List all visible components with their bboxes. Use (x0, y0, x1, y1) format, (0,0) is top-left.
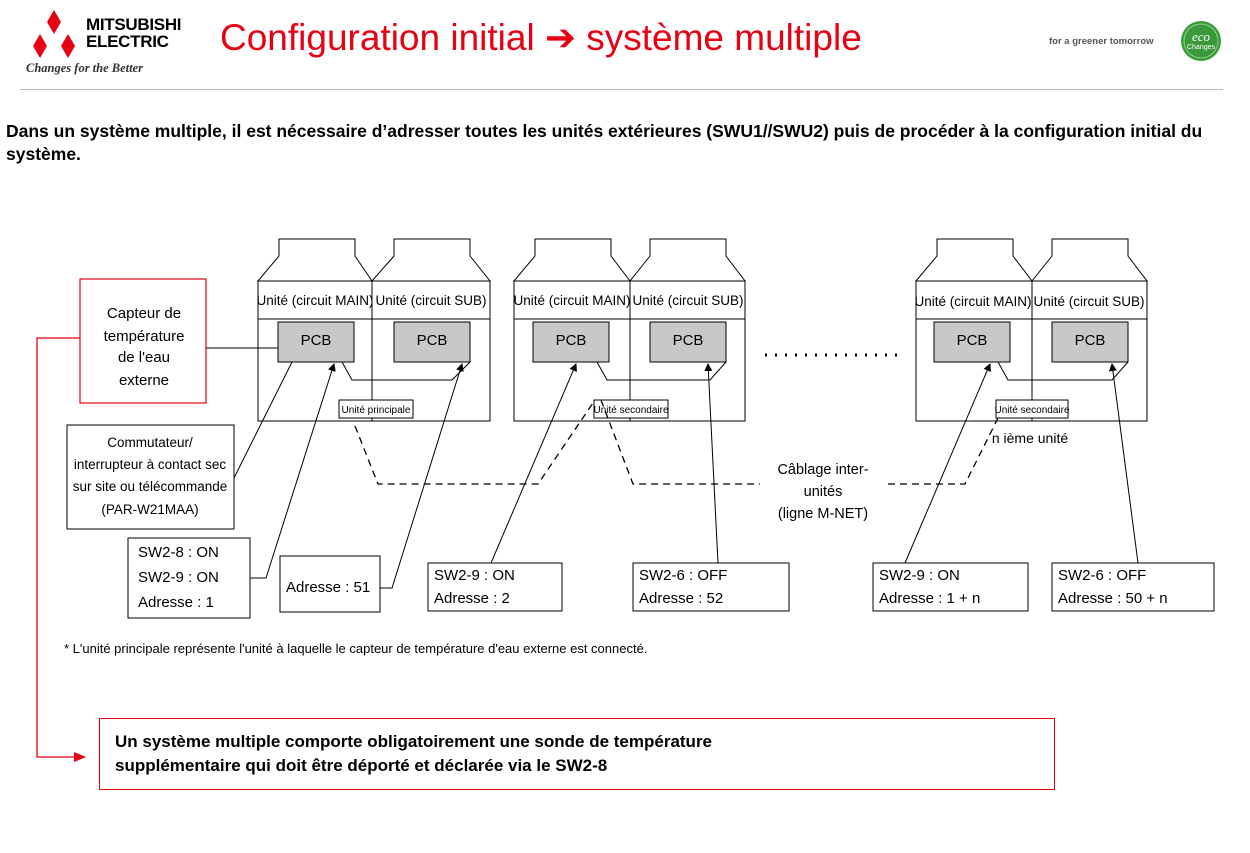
switch-box (66, 424, 235, 530)
unit-main-2: Unité (circuit MAIN) PCB (512, 238, 632, 422)
pcb-box (532, 321, 610, 363)
unit-sub-1: Unité (circuit SUB) PCB (370, 238, 492, 422)
nth-unit-label: n ième unité (992, 430, 1068, 446)
pcb-box (1051, 321, 1129, 363)
address-box-1 (127, 537, 251, 619)
pcb-label: PCB (673, 332, 704, 349)
unit-main-label: Unité (circuit MAIN) (256, 293, 373, 308)
inter-pcb-wire (596, 361, 727, 381)
tagline: Changes for the Better (26, 61, 144, 75)
address-box-50n (1051, 562, 1215, 612)
unit-group-secondaire: Unité (circuit MAIN) PCB Unité (circuit … (512, 238, 747, 422)
address-52-line1: SW2-6 : OFF (639, 567, 727, 584)
greener-tagline: for a greener tomorrow (1049, 36, 1154, 47)
switch-wire (233, 361, 293, 479)
brand-line1: MITSUBISHI (86, 15, 182, 34)
eco-leaf-icon (1181, 21, 1221, 61)
pcb-box (649, 321, 727, 363)
switch-label-4: (PAR-W21MAA) (101, 502, 198, 517)
footnote: * L'unité principale représente l'unité … (64, 641, 648, 656)
pcb-label: PCB (957, 332, 988, 349)
inter-pcb-wire (997, 361, 1129, 381)
eco-text: eco (1191, 29, 1211, 44)
unit-main-label: Unité (circuit MAIN) (513, 293, 630, 308)
address-52-line2: Adresse : 52 (639, 590, 723, 607)
pcb-label: PCB (556, 332, 587, 349)
sensor-label-2: température (104, 328, 185, 345)
address-box-1n (872, 562, 1029, 612)
unit-main-n: Unité (circuit MAIN) PCB (914, 238, 1034, 422)
header-divider (20, 89, 1223, 90)
switch-label-2: interrupteur à contact sec (74, 457, 227, 472)
sensor-label-3: de l'eau (118, 349, 170, 366)
address-50n-line2: Adresse : 50 + n (1058, 590, 1168, 607)
address-1n-line1: SW2-9 : ON (879, 567, 960, 584)
address-1-line1: SW2-8 : ON (138, 544, 219, 561)
address-2-line1: SW2-9 : ON (434, 567, 515, 584)
sensor-box (79, 278, 207, 404)
address-2-line2: Adresse : 2 (434, 590, 510, 607)
tag-principal (338, 399, 414, 419)
pcb-label: PCB (417, 332, 448, 349)
address-51-line1: Adresse : 51 (286, 579, 370, 596)
sensor-label-4: externe (119, 372, 169, 389)
unit-sub-label: Unité (circuit SUB) (1033, 294, 1144, 309)
unit-sub-label: Unité (circuit SUB) (375, 293, 486, 308)
eco-changes-logo: eco Changes (1180, 20, 1222, 62)
address-50n-line1: SW2-6 : OFF (1058, 567, 1146, 584)
callout-connector-arrow (36, 337, 86, 762)
tag-secondaire-label: Unité secondaire (593, 405, 668, 416)
switch-label-3: sur site ou télécommande (73, 479, 228, 494)
unit-main-label: Unité (circuit MAIN) (914, 294, 1031, 309)
cabling-label-3: (ligne M-NET) (778, 506, 868, 522)
switch-label-1: Commutateur/ (107, 435, 193, 450)
intro-text: Dans un système multiple, il est nécessa… (6, 121, 1203, 164)
cabling-label-2: unités (804, 484, 843, 500)
callout-box: Un système multiple comporte obligatoire… (99, 718, 1055, 790)
tag-secondaire-label: Unité secondaire (994, 405, 1069, 416)
page-title: Configuration initial ➔ système multiple (220, 17, 862, 58)
unit-main-1: Unité (circuit MAIN) PCB (256, 238, 374, 422)
mitsubishi-diamonds-icon (33, 10, 75, 58)
pcb-box (933, 321, 1011, 363)
sensor-label-1: Capteur de (107, 305, 181, 322)
unit-group-n: Unité (circuit MAIN) PCB Unité (circuit … (914, 238, 1149, 446)
address-1n-line2: Adresse : 1 + n (879, 590, 980, 607)
address-box-2 (427, 562, 563, 612)
pcb-box (277, 321, 355, 363)
address-box-51 (279, 555, 381, 613)
cabling-label-1: Câblage inter- (777, 462, 868, 478)
address-box-52 (632, 562, 790, 612)
unit-sub-n: Unité (circuit SUB) PCB (1030, 238, 1149, 422)
eco-subtext: Changes (1186, 44, 1216, 51)
unit-group-principal: Unité (circuit MAIN) PCB Unité (circuit … (256, 238, 492, 422)
pcb-label: PCB (1075, 332, 1106, 349)
address-pointers (250, 363, 1139, 589)
pcb-label: PCB (301, 332, 332, 349)
pcb-box (393, 321, 471, 363)
address-1-line3: Adresse : 1 (138, 594, 214, 611)
callout-line1: Un système multiple comporte obligatoire… (115, 732, 713, 751)
tag-secondaire (995, 399, 1069, 419)
callout-line2: supplémentaire qui doit être déporté et … (115, 756, 608, 775)
unit-sub-label: Unité (circuit SUB) (632, 293, 743, 308)
unit-sub-2: Unité (circuit SUB) PCB (628, 238, 747, 422)
tag-principal-label: Unité principale (342, 405, 411, 416)
mnet-cabling (354, 399, 999, 485)
tag-secondaire (593, 399, 669, 419)
brand-line2: ELECTRIC (86, 32, 169, 51)
address-1-line2: SW2-9 : ON (138, 569, 219, 586)
